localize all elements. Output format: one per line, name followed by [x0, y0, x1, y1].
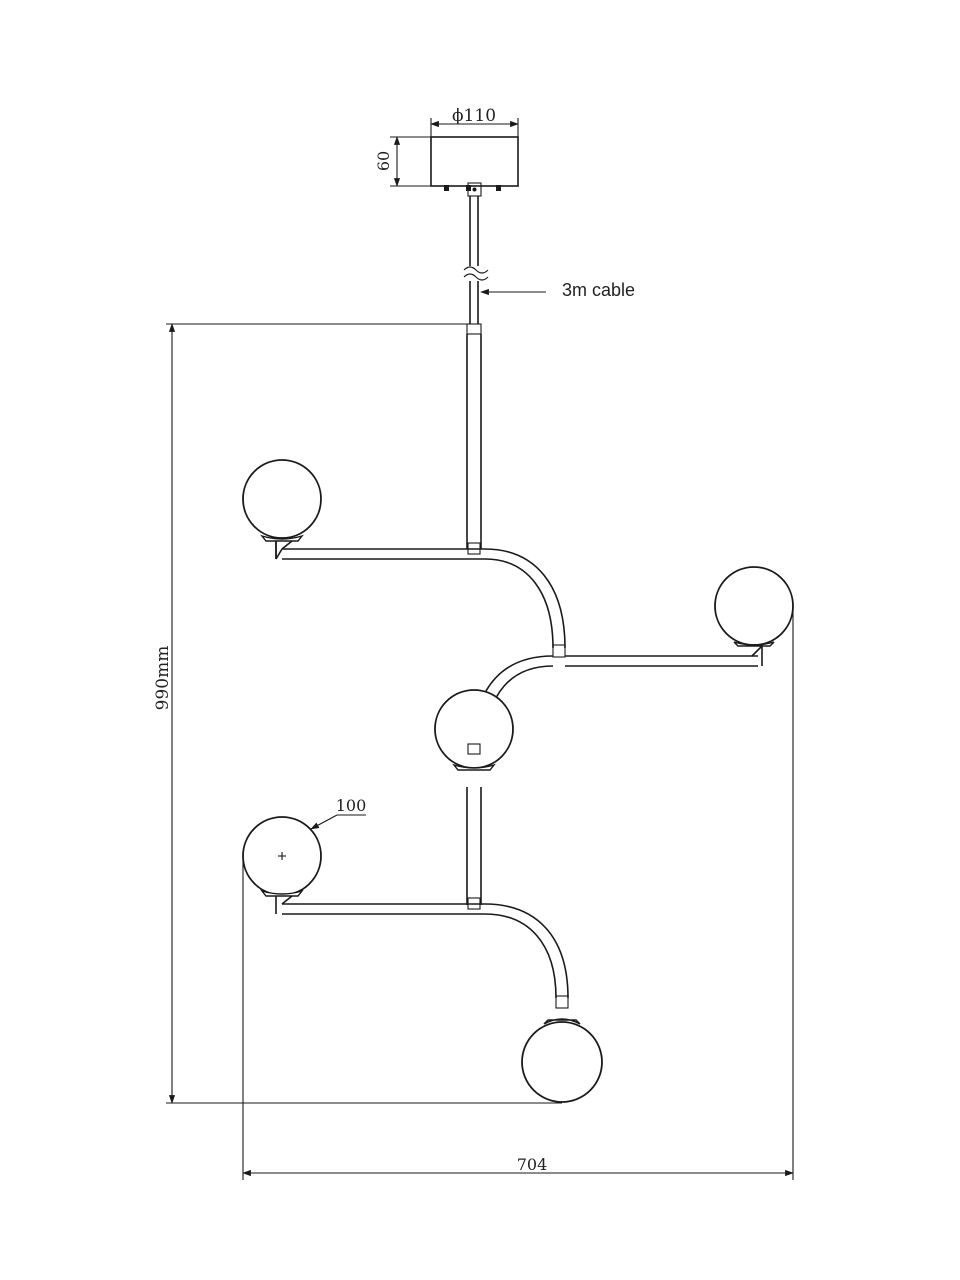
canopy-height-dimension: 60 [374, 136, 431, 187]
cable-callout: 3m cable [480, 280, 635, 300]
globe-middle [434, 689, 514, 771]
canopy [430, 136, 519, 197]
globe-bottom [521, 1018, 603, 1103]
canopy-height-label: 60 [374, 151, 393, 171]
height-label: 990mm [153, 646, 173, 711]
width-label: 704 [517, 1155, 548, 1174]
suspension-cable [463, 196, 489, 335]
globe-diameter-label: 100 [336, 796, 367, 815]
width-dimension: 704 [242, 606, 794, 1180]
globe-diameter-callout: 100 [310, 796, 367, 830]
cable-label: 3m cable [562, 280, 635, 300]
canopy-diameter-dimension: ϕ110 [430, 106, 519, 137]
lamp-frame [282, 334, 758, 1009]
globe-top-left [242, 459, 322, 560]
globe-right [714, 566, 794, 666]
globe-lower-left [242, 816, 322, 914]
height-dimension: 990mm [153, 323, 562, 1104]
canopy-diameter-label: ϕ110 [452, 106, 496, 126]
